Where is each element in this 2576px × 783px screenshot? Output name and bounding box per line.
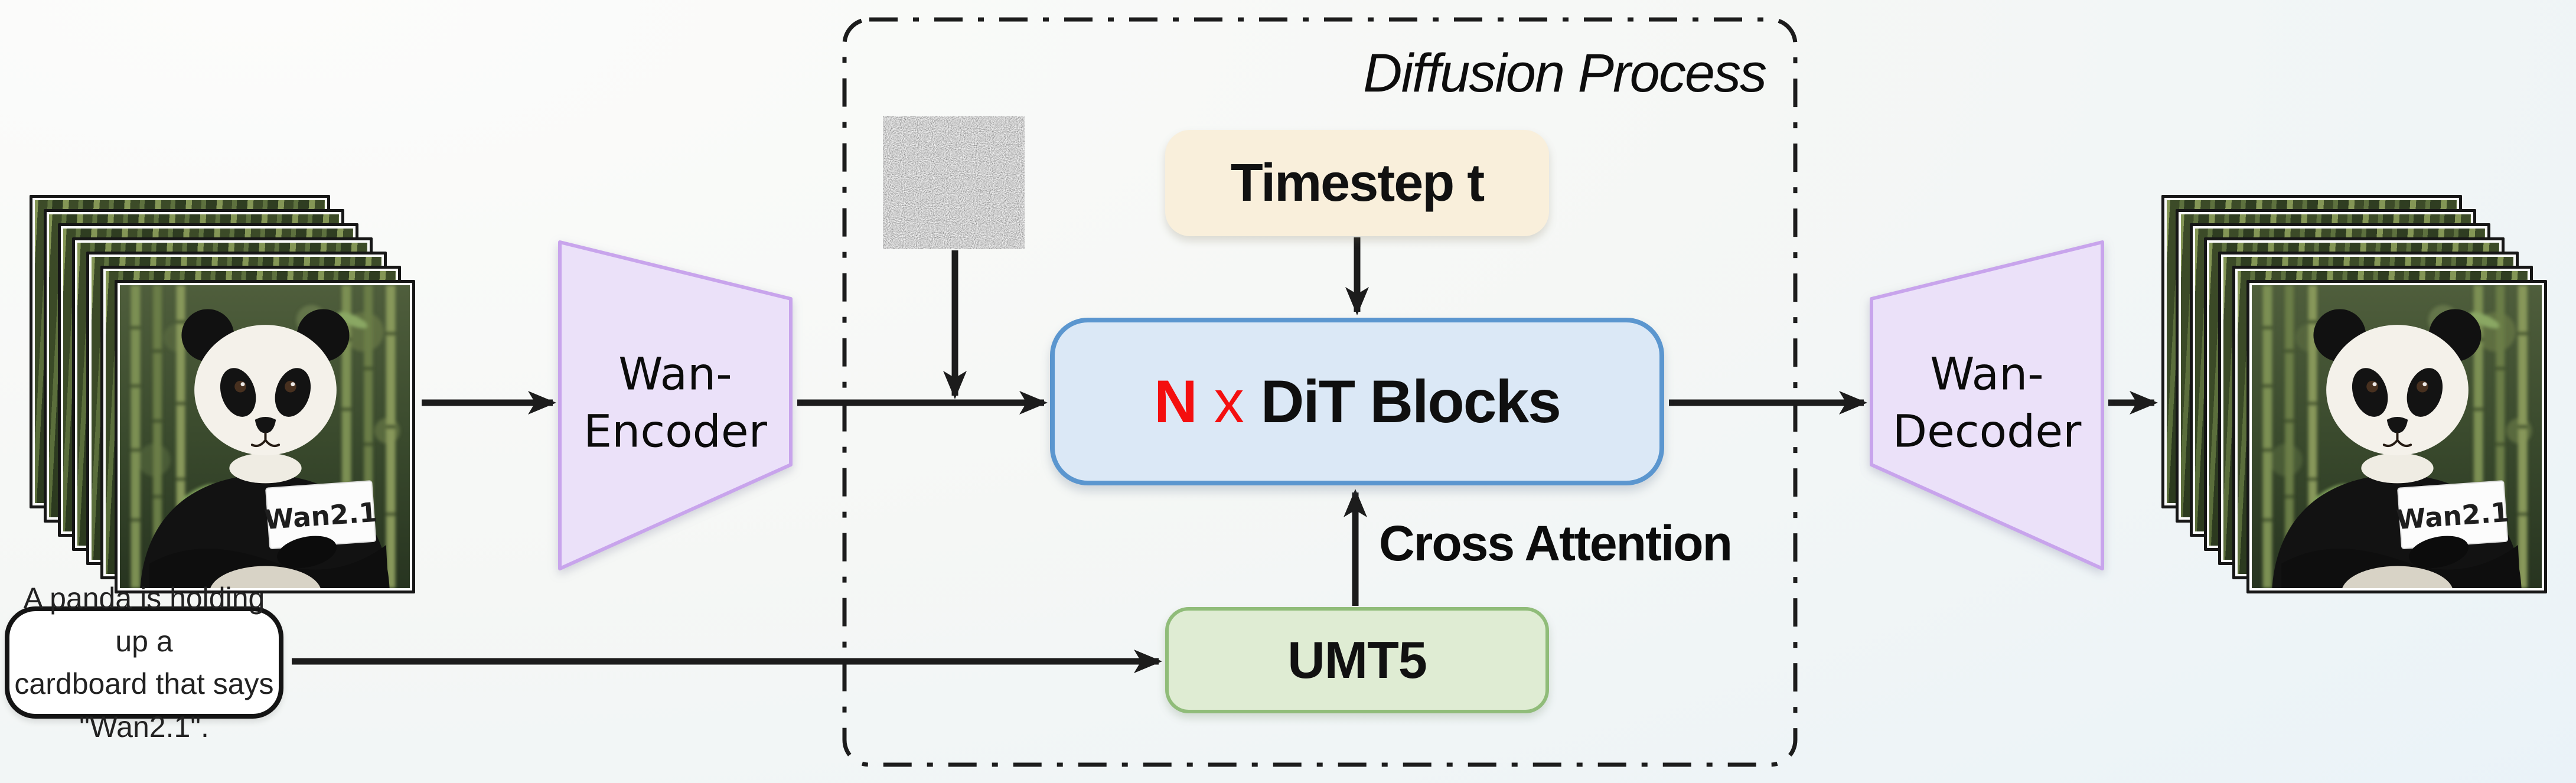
noise-latent-image <box>883 116 1025 249</box>
output-video-stack: Wan2.1 <box>2161 195 2547 594</box>
cardboard-sign: Wan2.1 <box>263 480 379 549</box>
umt5-box: UMT5 <box>1165 607 1549 713</box>
decoder-label: Wan- Decoder <box>1892 347 2082 458</box>
video-frame-front: Wan2.1 <box>2246 280 2547 593</box>
prompt-line1: A panda is holding up a <box>23 582 265 658</box>
timestep-box: Timestep t <box>1165 130 1549 236</box>
panda: Wan2.1 <box>2272 309 2522 588</box>
wan-decoder: Wan- Decoder <box>1870 240 2104 570</box>
input-video-stack: Wan2.1 <box>30 195 415 594</box>
dit-blocks-box: N x DiT Blocks <box>1050 318 1664 485</box>
dit-count-symbol: N <box>1154 367 1198 435</box>
panda-head <box>181 309 350 456</box>
diffusion-process-title: Diffusion Process <box>1363 43 1767 103</box>
cardboard-sign: Wan2.1 <box>2395 480 2510 549</box>
timestep-label: Timestep t <box>1230 153 1485 213</box>
prompt-line2: cardboard that says "Wan2.1". <box>14 667 274 743</box>
decoder-trapezoid <box>1870 240 2104 570</box>
umt5-label: UMT5 <box>1287 631 1427 689</box>
panda-photo: Wan2.1 <box>120 285 410 588</box>
dit-label: DiT Blocks <box>1260 367 1561 435</box>
prompt-bubble: A panda is holding up a cardboard that s… <box>5 582 283 743</box>
dit-multiply-symbol: x <box>1214 367 1244 435</box>
panda: Wan2.1 <box>140 309 390 588</box>
panda-photo: Wan2.1 <box>2252 285 2542 588</box>
encoder-label: Wan- Encoder <box>583 347 767 458</box>
cross-attention-label: Cross Attention <box>1379 516 1733 571</box>
wan-encoder: Wan- Encoder <box>558 240 793 570</box>
video-frame-front: Wan2.1 <box>115 280 415 593</box>
panda-head <box>2313 309 2482 456</box>
encoder-trapezoid <box>558 240 793 570</box>
